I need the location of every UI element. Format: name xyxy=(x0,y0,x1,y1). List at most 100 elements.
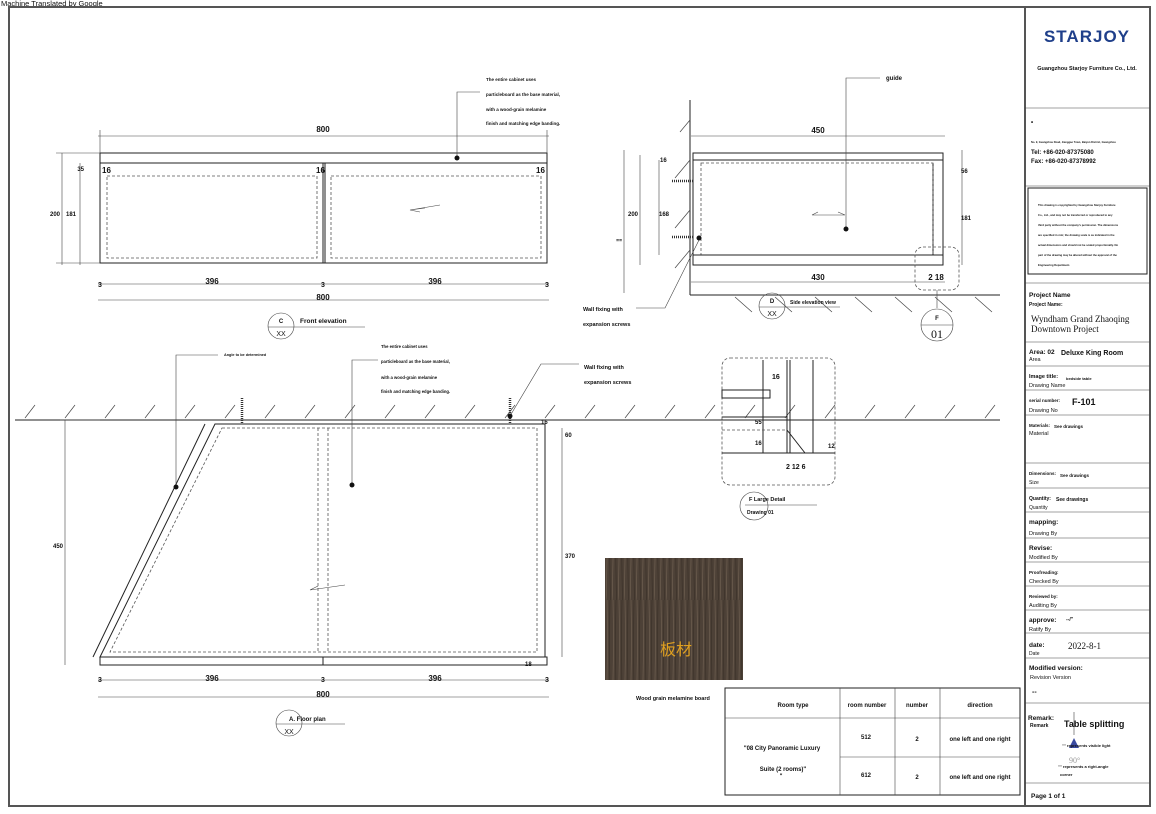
circle-mark xyxy=(349,482,355,488)
floor-plan-wall-fix-1: expansion screws xyxy=(584,380,631,386)
serial-value: F-101 xyxy=(1072,397,1096,407)
dimensions-sub: Size xyxy=(1029,480,1039,486)
side-elevation-dims-bottom: 430 xyxy=(811,273,825,282)
approve-label: approve: xyxy=(1029,617,1056,624)
line-mark xyxy=(92,423,206,658)
table-rows-1-room-number: 612 xyxy=(861,773,872,779)
title-block-copyright-6: Engineering Department. xyxy=(1038,263,1070,267)
rect-mark xyxy=(330,175,542,259)
image-title-sub: Drawing Name xyxy=(1029,383,1065,389)
side-elevation-detail-label-bottom: 01 xyxy=(931,327,943,341)
material-caption: Wood grain melamine board xyxy=(636,696,710,702)
line-mark xyxy=(384,404,396,419)
front-elevation-dims-panel-m: 16 xyxy=(316,166,325,175)
guide-label: guide xyxy=(886,76,903,82)
table-rows-0-direction: one left and one right xyxy=(950,737,1011,743)
line-mark xyxy=(904,404,916,419)
g-mark xyxy=(674,119,691,269)
title-block-copyright-5: part of the drawing may be altered witho… xyxy=(1038,253,1117,257)
swatch-label: 板材 xyxy=(660,640,692,659)
title-block-copyright-0: This drawing is copyrighted by Guangzhou… xyxy=(1038,203,1116,207)
materials-sub: Material xyxy=(1029,431,1049,437)
path-mark xyxy=(309,584,346,591)
line-mark xyxy=(824,404,836,419)
modified-label: Modified version: xyxy=(1029,665,1083,672)
line-mark xyxy=(984,404,996,419)
front-elevation-dims-left-inner: 181 xyxy=(66,212,77,218)
header-note: Machine Translated by Google xyxy=(1,0,103,8)
section-marker-c xyxy=(267,312,295,340)
area-sub: Area xyxy=(1029,357,1042,363)
line-mark xyxy=(944,404,956,419)
project-name-sub: Project Name: xyxy=(1029,302,1063,308)
circle-mark xyxy=(454,155,460,161)
company-address: No. 9, Guangzhou Road, Jianggao Town, Ba… xyxy=(1031,140,1116,144)
floor-plan-dims-top-right: 60 xyxy=(565,433,572,439)
project-name-line2: Downtown Project xyxy=(1031,324,1099,334)
large-detail: 16 55 16 12 2 12 6 F Large Detail Drawin… xyxy=(721,357,836,521)
line-mark xyxy=(584,404,596,419)
approve-sub: Ratify By xyxy=(1029,627,1051,633)
floor-plan-dims-small-l: 3 xyxy=(98,677,102,684)
line-mark xyxy=(704,404,716,419)
detail-dims-low: 16 xyxy=(755,441,762,447)
path-mark xyxy=(409,204,441,213)
area-value: Deluxe King Room xyxy=(1061,350,1123,357)
line-mark xyxy=(264,404,276,419)
front-elevation-dims-left-top: 35 xyxy=(77,167,84,173)
line-mark xyxy=(104,404,116,419)
side-elevation-detail-label-top: F xyxy=(935,316,939,322)
remark-line3: corner xyxy=(1060,772,1073,777)
side-elevation-dims-left-inner: 168 xyxy=(659,212,670,218)
company-name: Guangzhou Starjoy Furniture Co., Ltd. xyxy=(1037,66,1137,72)
floor-plan-dims-right: 370 xyxy=(565,554,576,560)
quantity-label: Quantity: xyxy=(1029,496,1051,502)
image-title-value: bedside table xyxy=(1066,376,1092,381)
floor-plan-note-0: The entire cabinet uses xyxy=(381,344,428,349)
floor-plan-wall-fix-0: Wall fixing with xyxy=(584,365,624,371)
circle-mark xyxy=(843,226,849,232)
table-cell-room-type: Suite (2 rooms)" xyxy=(760,767,807,773)
line-mark xyxy=(24,404,36,419)
table-rows-0-number: 2 xyxy=(915,737,919,743)
front-elevation-label-top: C xyxy=(279,319,284,325)
line-mark xyxy=(504,404,516,419)
floor-plan-note-3: finish and matching edge banding. xyxy=(381,389,450,394)
floor-plan-dims-bottom-total: 800 xyxy=(316,690,330,699)
side-elevation-dims-corner: 2 18 xyxy=(928,273,944,282)
circle-mark xyxy=(696,235,702,241)
front-elevation-dims-panel-l: 16 xyxy=(102,166,111,175)
image-title-label: Image title: xyxy=(1029,374,1058,380)
line-mark xyxy=(624,404,636,419)
line-mark xyxy=(424,404,436,419)
quantity-sub: Quantity xyxy=(1029,505,1048,511)
floor-plan-dims-bottom-r: 396 xyxy=(428,674,442,683)
side-elevation-label-bottom: XX xyxy=(767,311,777,318)
table-header: direction xyxy=(967,703,993,709)
line-mark xyxy=(144,404,156,419)
wood-grain-image xyxy=(605,558,743,680)
floor-plan-note-2: with a wood-grain melamine xyxy=(380,375,438,380)
front-elevation: 800 200 181 35 16 16 16 3 3 3 396 396 80… xyxy=(50,77,560,340)
materials-label: Materials: xyxy=(1029,423,1051,428)
side-elevation-label-top: D xyxy=(770,299,775,305)
quantity-value: See drawings xyxy=(1056,497,1088,503)
polyline-mark xyxy=(509,363,579,417)
modified-sub: Revision Version xyxy=(1030,675,1071,681)
copyright-text: This drawing is copyrighted by Guangzhou… xyxy=(1038,203,1119,267)
front-elevation-dims-bottom-r: 396 xyxy=(428,277,442,286)
front-note-line3: with a wood-grain melamine xyxy=(485,107,547,112)
side-elevation-title: Side elevation view xyxy=(790,300,836,306)
front-elevation-dims-top: 800 xyxy=(316,125,330,134)
date-label: date: xyxy=(1029,642,1045,649)
rect-mark xyxy=(106,175,318,259)
revise-sub: Modified By xyxy=(1029,555,1058,561)
line-mark xyxy=(64,404,76,419)
detail-marker xyxy=(739,491,769,521)
front-elevation-dims-bottom-l: 396 xyxy=(205,277,219,286)
side-elevation-dims-left-top: 16 xyxy=(660,158,667,164)
side-elevation-dims-left-far: == xyxy=(616,238,622,244)
front-elevation-dims-small-m: 3 xyxy=(321,282,325,289)
company-tel: Tel: +86-020-87375080 xyxy=(1031,150,1094,156)
